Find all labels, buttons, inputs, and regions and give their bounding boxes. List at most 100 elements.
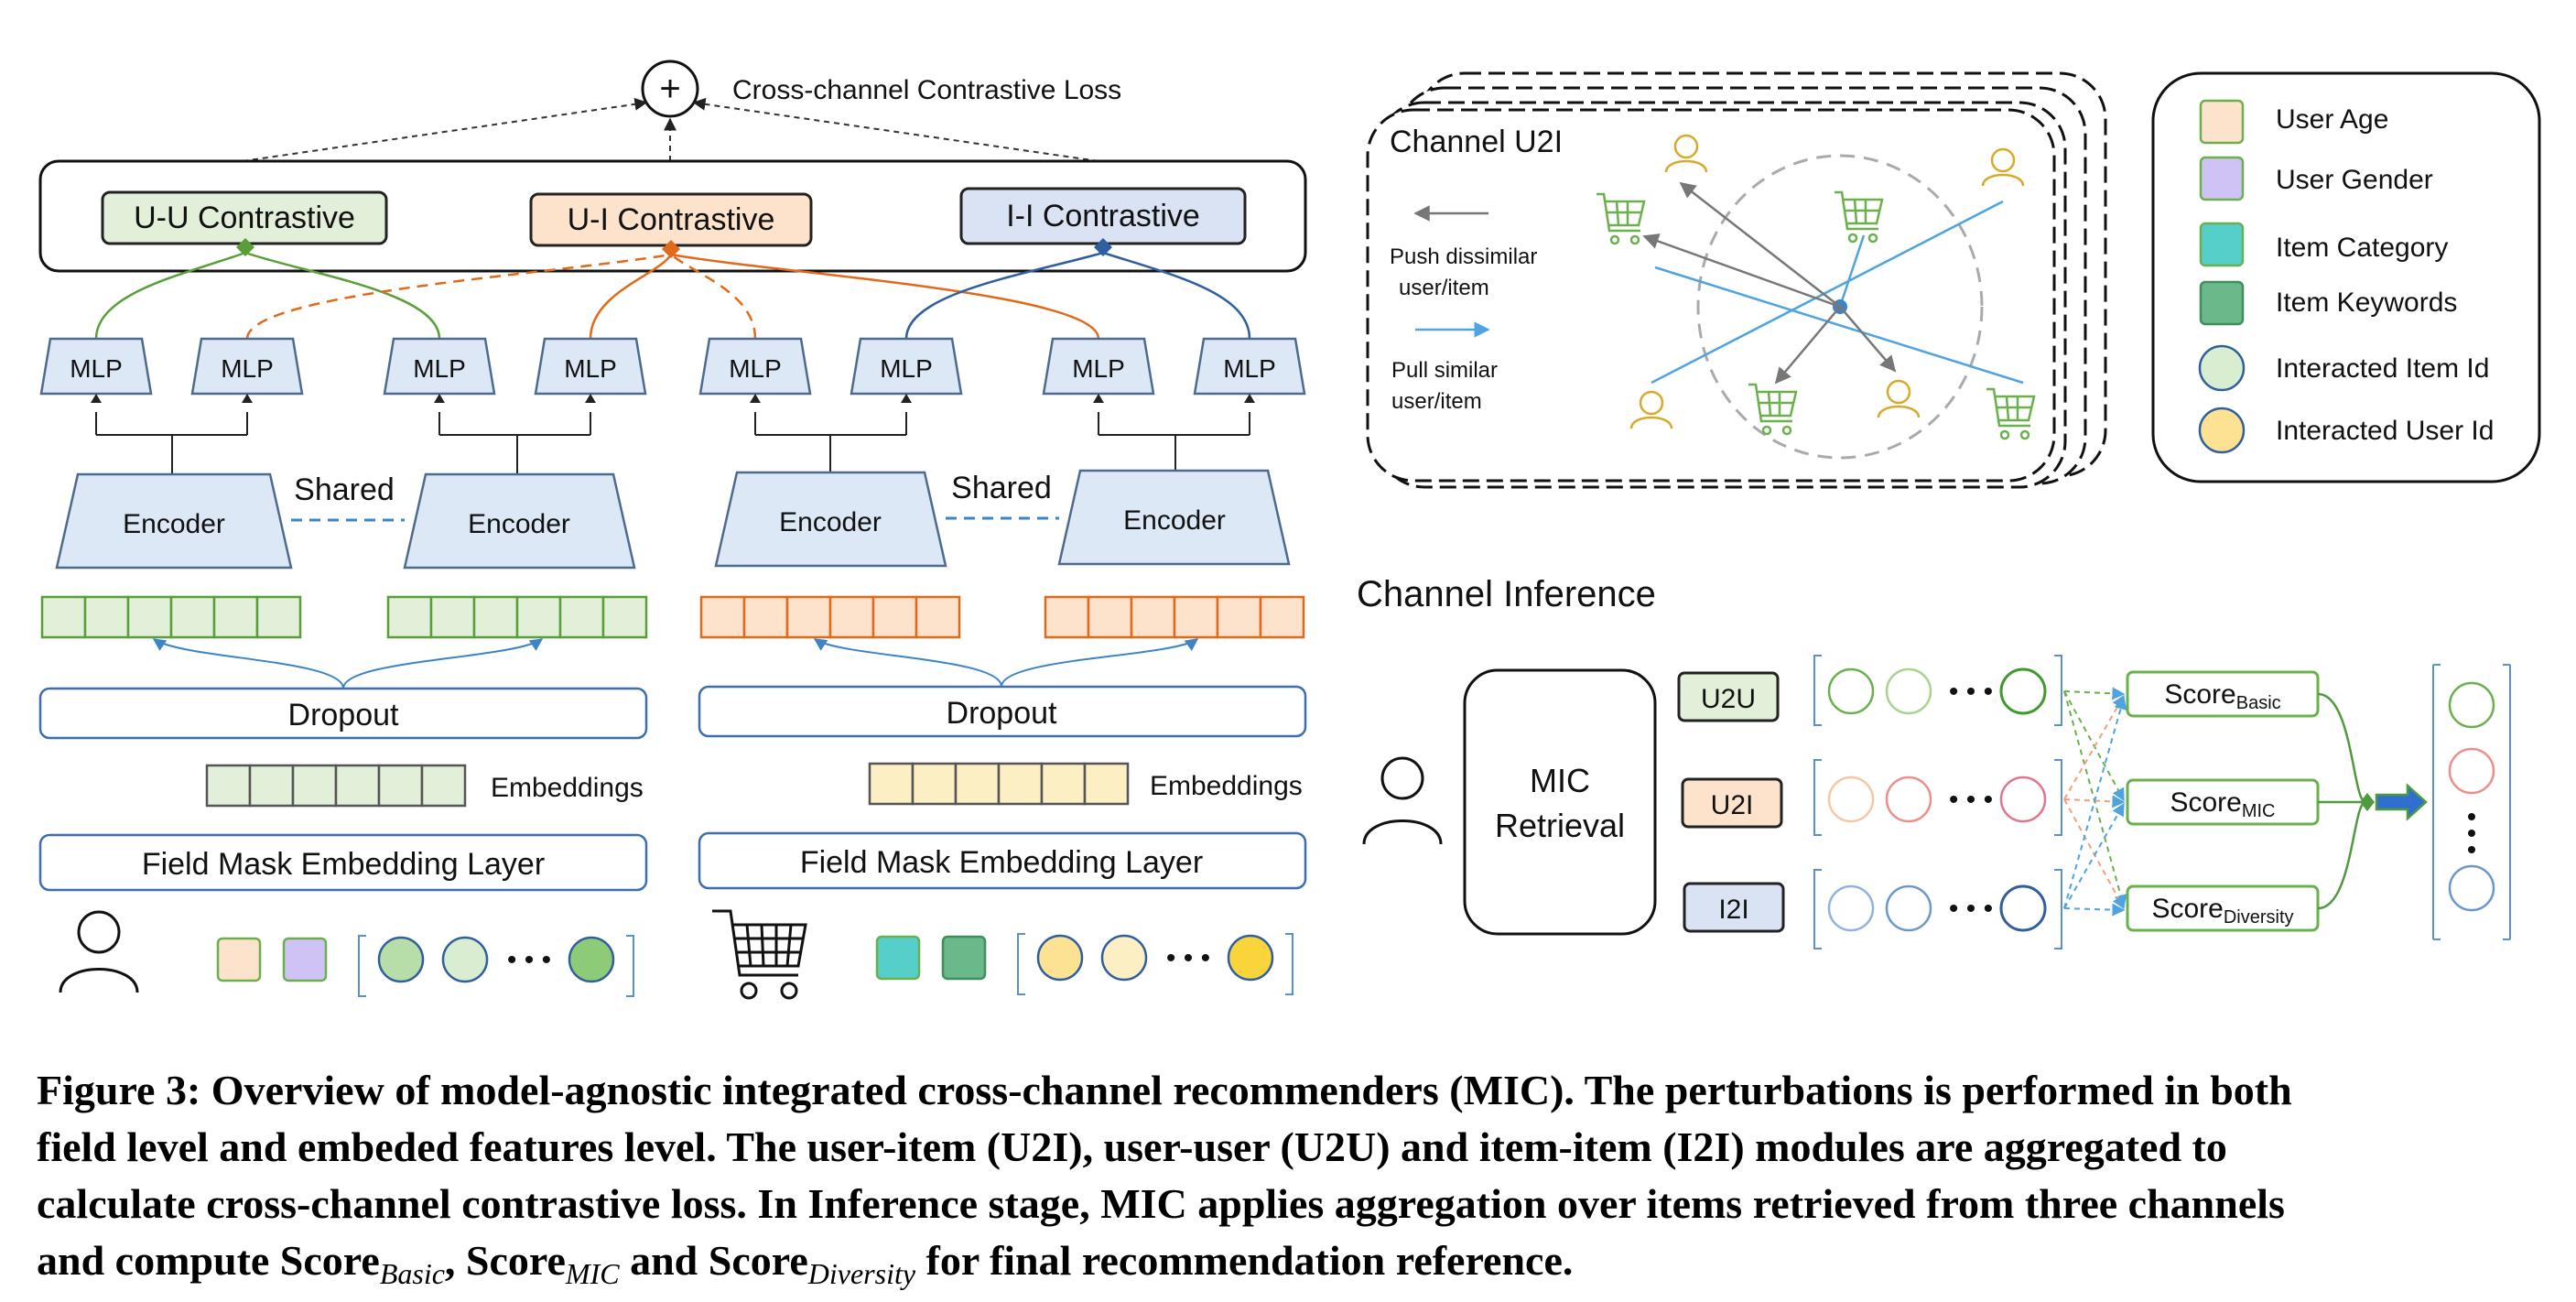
embedding-cell-6-3 xyxy=(954,762,1001,806)
inference-title: Channel Inference xyxy=(1357,574,1656,614)
embedding-cell-4-1 xyxy=(1044,595,1090,639)
plus-node xyxy=(641,60,699,118)
legend-item-category: Item Category xyxy=(2276,233,2448,263)
field-mask-box-2 xyxy=(698,831,1307,890)
field-mask-box-1 xyxy=(38,833,648,892)
embedding-cell-6-6 xyxy=(1083,762,1130,806)
mlp-label-3: MLP xyxy=(413,354,466,383)
user-icon-u2i-2 xyxy=(1981,147,2025,187)
pull-label-1: Pull similar xyxy=(1391,358,1498,383)
score-diversity-label: ScoreDiversity xyxy=(2151,894,2293,928)
dropout-label-2: Dropout xyxy=(947,696,1058,731)
embedding-cell-2-6 xyxy=(601,595,648,639)
channel-u2i-panel: Channel U2I Push dissimilar user/item Pu… xyxy=(1366,71,2107,489)
caption-line-4: and compute ScoreBasic, ScoreMIC and Sco… xyxy=(37,1237,1574,1291)
item-id-circle-2 xyxy=(441,936,489,983)
dropout-label-1: Dropout xyxy=(288,698,400,732)
mlp-block-8 xyxy=(1193,337,1306,396)
mlp-label-2: MLP xyxy=(221,354,274,383)
embedding-cell-3-1 xyxy=(699,595,746,639)
channel-u2i-label: U2I xyxy=(1711,790,1754,820)
figure-caption: Figure 3: Overview of model-agnostic int… xyxy=(37,1062,2545,1302)
push-label-2: user/item xyxy=(1399,276,1489,300)
mlp-block-7 xyxy=(1042,337,1155,396)
ellipsis-item: • • • xyxy=(1166,943,1210,973)
score-basic-label: ScoreBasic xyxy=(2164,679,2280,713)
embedding-cell-1-5 xyxy=(212,595,259,639)
embedding-cell-6-5 xyxy=(1040,762,1087,806)
embedding-cell-4-5 xyxy=(1216,595,1262,639)
encoder-3 xyxy=(714,471,947,568)
legend-user-gender: User Gender xyxy=(2276,165,2433,195)
field-mask-label-1: Field Mask Embedding Layer xyxy=(142,847,545,882)
mlp-block-5 xyxy=(698,337,812,396)
encoder-1-label: Encoder xyxy=(123,509,225,539)
item-id-circle-3 xyxy=(568,936,615,983)
caption-line-1: Figure 3: Overview of model-agnostic int… xyxy=(37,1067,2292,1113)
ui-contrastive-label: U-I Contrastive xyxy=(568,202,775,237)
push-label-1: Push dissimilar xyxy=(1390,244,1537,269)
u2i-results: • • • xyxy=(1813,759,2062,836)
embedding-cell-3-5 xyxy=(871,595,918,639)
caption-line-3: calculate cross-channel contrastive loss… xyxy=(37,1180,2285,1227)
output-arrow xyxy=(2375,783,2428,821)
embedding-cell-5-5 xyxy=(377,764,424,808)
mlp-label-6: MLP xyxy=(880,354,933,383)
encoder-2-label: Encoder xyxy=(468,509,570,539)
inference-user-icon xyxy=(1362,756,1443,845)
embedding-cell-4-6 xyxy=(1259,595,1305,639)
embedding-cell-3-4 xyxy=(828,595,875,639)
embedding-cell-3-3 xyxy=(785,595,832,639)
embedding-cell-2-2 xyxy=(429,595,476,639)
ellipsis-u2u: • • • xyxy=(1949,677,1993,707)
embedding-cell-2-5 xyxy=(558,595,605,639)
embedding-cell-4-2 xyxy=(1087,595,1133,639)
i2i-results: • • • xyxy=(1813,869,2062,949)
embedding-cell-1-3 xyxy=(126,595,173,639)
training-section: + Cross-channel Contrastive Loss U-U Con… xyxy=(38,60,1307,1000)
embedding-cell-2-3 xyxy=(472,595,519,639)
mlp-block-3 xyxy=(383,337,496,396)
embedding-cell-6-4 xyxy=(997,762,1044,806)
legend-swatch-item-keywords xyxy=(2199,280,2245,326)
dropout-box-2 xyxy=(698,685,1307,738)
mlp-label-8: MLP xyxy=(1223,354,1276,383)
legend-user-age: User Age xyxy=(2276,104,2388,135)
embedding-cell-2-1 xyxy=(386,595,433,639)
legend-swatch-item-category xyxy=(2199,222,2245,267)
field-mask-label-2: Field Mask Embedding Layer xyxy=(800,845,1203,880)
embedding-cell-1-6 xyxy=(255,595,302,639)
encoder-4 xyxy=(1057,469,1291,566)
ii-contrastive-label: I-I Contrastive xyxy=(1006,199,1200,233)
dropout-box-1 xyxy=(38,687,648,740)
user-gender-feature xyxy=(282,937,328,982)
legend-swatch-item-id xyxy=(2198,344,2246,392)
legend-swatch-user-id xyxy=(2198,407,2246,454)
encoder-2 xyxy=(403,472,636,570)
embeddings-label-2: Embeddings xyxy=(1150,771,1303,801)
embedding-cell-6-1 xyxy=(868,762,915,806)
legend-swatch-user-gender xyxy=(2199,156,2245,201)
inference-section: Channel Inference MIC Retrieval U2U U2I … xyxy=(1357,574,2511,949)
plus-symbol: + xyxy=(659,69,680,109)
user-id-circle-3 xyxy=(1227,934,1274,982)
mic-retrieval-box xyxy=(1463,668,1657,936)
embedding-cell-2-4 xyxy=(515,595,562,639)
embedding-cell-4-4 xyxy=(1173,595,1219,639)
user-icon-u2i-4 xyxy=(1877,379,1921,418)
channel-u2i-box xyxy=(1681,777,1783,829)
mlp-label-7: MLP xyxy=(1072,354,1125,383)
mlp-label-5: MLP xyxy=(729,354,782,383)
legend: User Age User Gender Item Category Item … xyxy=(2151,71,2541,483)
embedding-cell-5-2 xyxy=(248,764,295,808)
mlp-block-6 xyxy=(850,337,963,396)
legend-item-id: Interacted Item Id xyxy=(2276,353,2489,384)
embedding-strips xyxy=(40,595,1305,808)
item-keywords-feature xyxy=(941,935,987,981)
item-category-feature xyxy=(875,935,921,981)
user-icon xyxy=(59,910,139,993)
channel-u2u-label: U2U xyxy=(1701,684,1756,714)
embedding-cell-3-2 xyxy=(742,595,789,639)
embedding-cell-1-2 xyxy=(83,595,130,639)
